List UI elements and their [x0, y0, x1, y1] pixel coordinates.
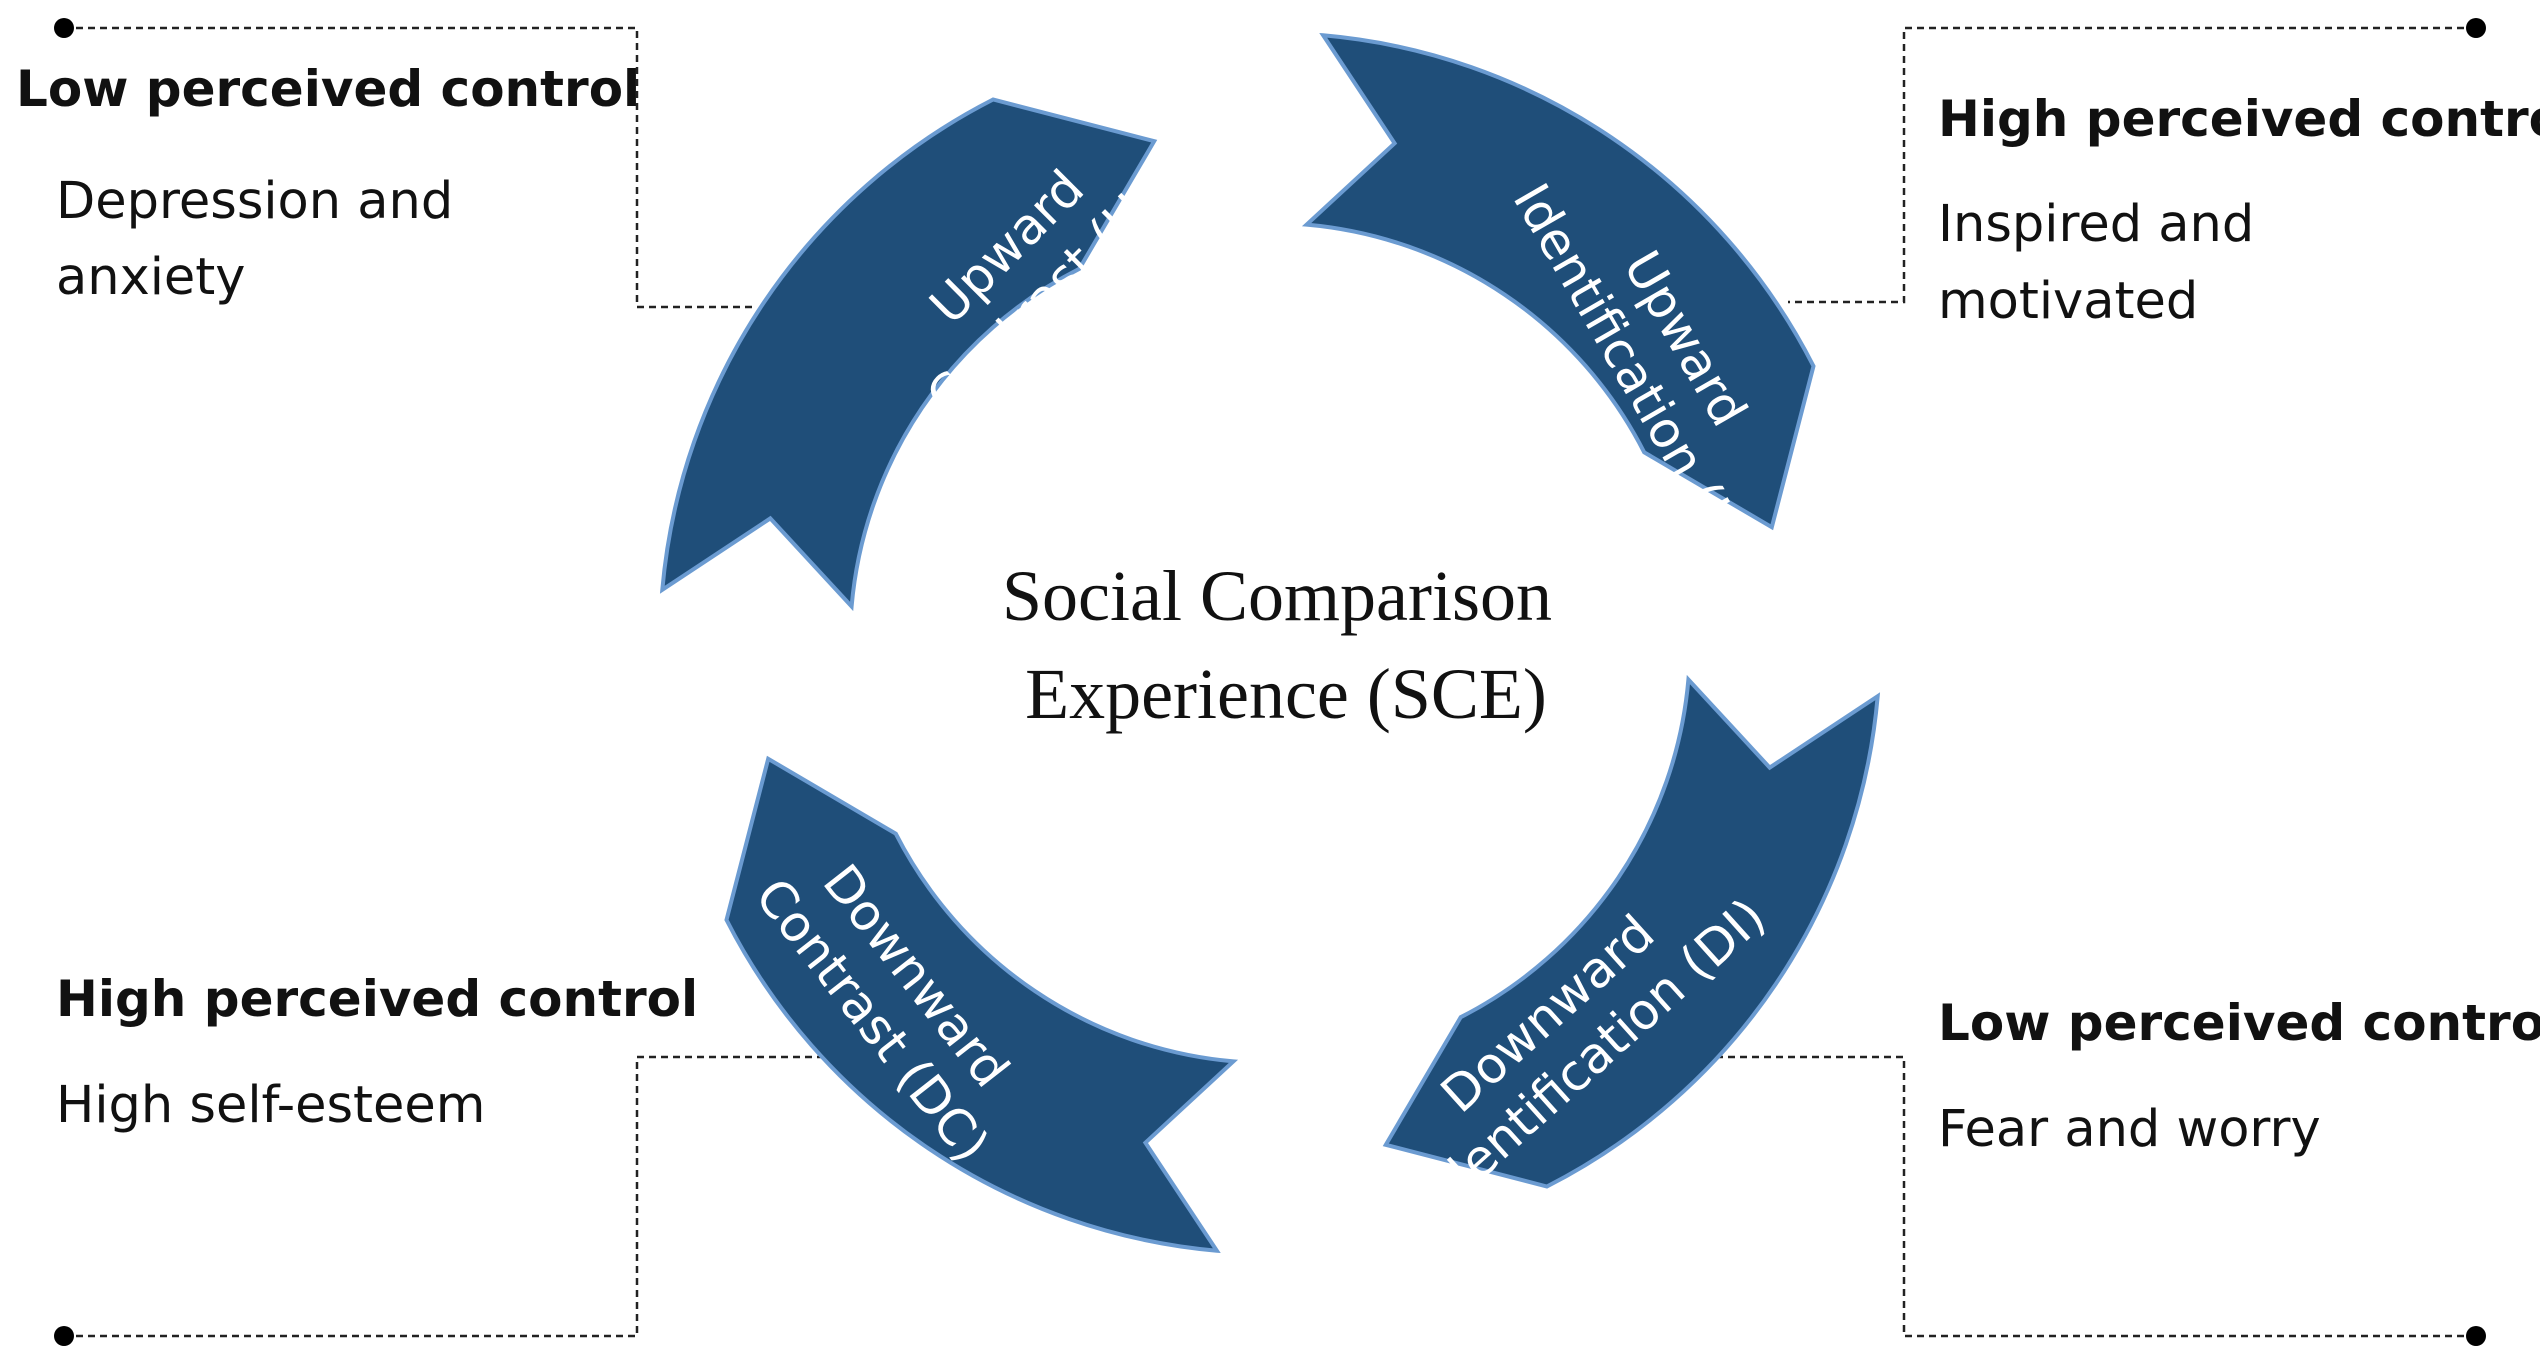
connector-top-right [1788, 26, 2476, 304]
callout-heading: High perceived control [1938, 90, 2540, 148]
callout-heading: High perceived control [56, 970, 698, 1028]
center-title: Social Comparison Experience (SCE) [1002, 556, 1570, 734]
callout-top-left: Low perceived control Depression and anx… [16, 60, 640, 307]
connector-dot-bottom-left [54, 1326, 74, 1346]
callout-bottom-right: Low perceived control Fear and worry [1938, 994, 2540, 1159]
connector-lines [54, 18, 2486, 1346]
connector-bottom-left [64, 1055, 906, 1338]
connector-top-left [64, 26, 752, 309]
callout-text: motivated [1938, 272, 2198, 331]
callout-text: Inspired and [1938, 195, 2254, 254]
arrow-upward-identification [1301, 32, 1816, 531]
callout-text: Depression and [56, 172, 453, 231]
connector-dot-top-right [2466, 18, 2486, 38]
arrow-downward-contrast [724, 755, 1239, 1254]
arrow-downward-identification [1382, 674, 1881, 1189]
callout-text: anxiety [56, 248, 245, 307]
connector-dot-bottom-right [2466, 1326, 2486, 1346]
callout-text: Fear and worry [1938, 1100, 2321, 1159]
cycle-arrows [659, 32, 1881, 1254]
connector-dot-top-left [54, 18, 74, 38]
arrow-upward-contrast [659, 97, 1158, 612]
callout-bottom-left: High perceived control High self-esteem [56, 970, 698, 1135]
connector-bottom-right [1600, 1055, 2476, 1338]
callout-text: High self-esteem [56, 1076, 486, 1135]
callout-heading: Low perceived control [1938, 994, 2540, 1052]
callout-top-right: High perceived control Inspired and moti… [1938, 90, 2540, 331]
callout-heading: Low perceived control [16, 60, 640, 118]
